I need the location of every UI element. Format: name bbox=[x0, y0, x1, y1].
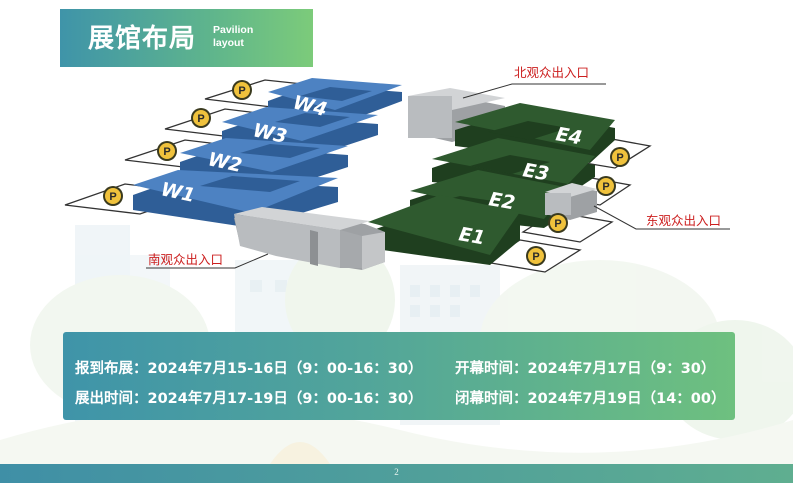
opening-time: 开幕时间：2024年7月17日（9：30） bbox=[455, 361, 716, 377]
hall-label-e4: E4 bbox=[554, 123, 584, 149]
south-entrance-leader bbox=[146, 253, 269, 269]
parking-icon: P P P P P P P P bbox=[103, 80, 630, 266]
south-entrance-label: 南观众出入口 bbox=[148, 252, 223, 267]
setup-time: 报到布展：2024年7月15-16日（9：00-16：30） bbox=[75, 361, 423, 377]
north-entrance-label: 北观众出入口 bbox=[514, 65, 589, 80]
east-entrance-building bbox=[545, 183, 597, 220]
south-entrance-building bbox=[234, 207, 385, 270]
title-banner: 展馆布局 Pavilion layout bbox=[60, 9, 313, 67]
subtitle-line-1: Pavilion bbox=[213, 24, 254, 36]
footer-bar: 2 bbox=[0, 464, 793, 483]
parking-badge-label: P bbox=[238, 85, 245, 97]
subtitle-line-2: layout bbox=[213, 37, 244, 49]
parking-badge-label: P bbox=[602, 181, 609, 193]
parking-badge-label: P bbox=[109, 191, 116, 203]
hall-label-e1: E1 bbox=[457, 223, 487, 249]
page-title: 展馆布局 bbox=[88, 24, 197, 54]
page-subtitle: Pavilion layout bbox=[213, 24, 283, 50]
east-entrance-label: 东观众出入口 bbox=[646, 213, 721, 228]
page-number: 2 bbox=[394, 467, 399, 477]
hall-label-e2: E2 bbox=[487, 188, 517, 214]
parking-badge-label: P bbox=[616, 152, 623, 164]
parking-badge-label: P bbox=[163, 146, 170, 158]
hall-e1 bbox=[368, 195, 520, 265]
parking-badge-label: P bbox=[532, 251, 539, 263]
schedule-panel: 报到布展：2024年7月15-16日（9：00-16：30） 开幕时间：2024… bbox=[63, 332, 735, 420]
parking-badge-label: P bbox=[197, 113, 204, 125]
exhibition-time: 展出时间：2024年7月17-19日（9：00-16：30） bbox=[75, 391, 423, 407]
hall-label-e3: E3 bbox=[521, 159, 551, 185]
closing-time: 闭幕时间：2024年7月19日（14：00） bbox=[455, 391, 726, 407]
east-entrance-leader bbox=[593, 205, 730, 230]
parking-badge-label: P bbox=[554, 218, 561, 230]
north-entrance-leader bbox=[462, 83, 606, 99]
